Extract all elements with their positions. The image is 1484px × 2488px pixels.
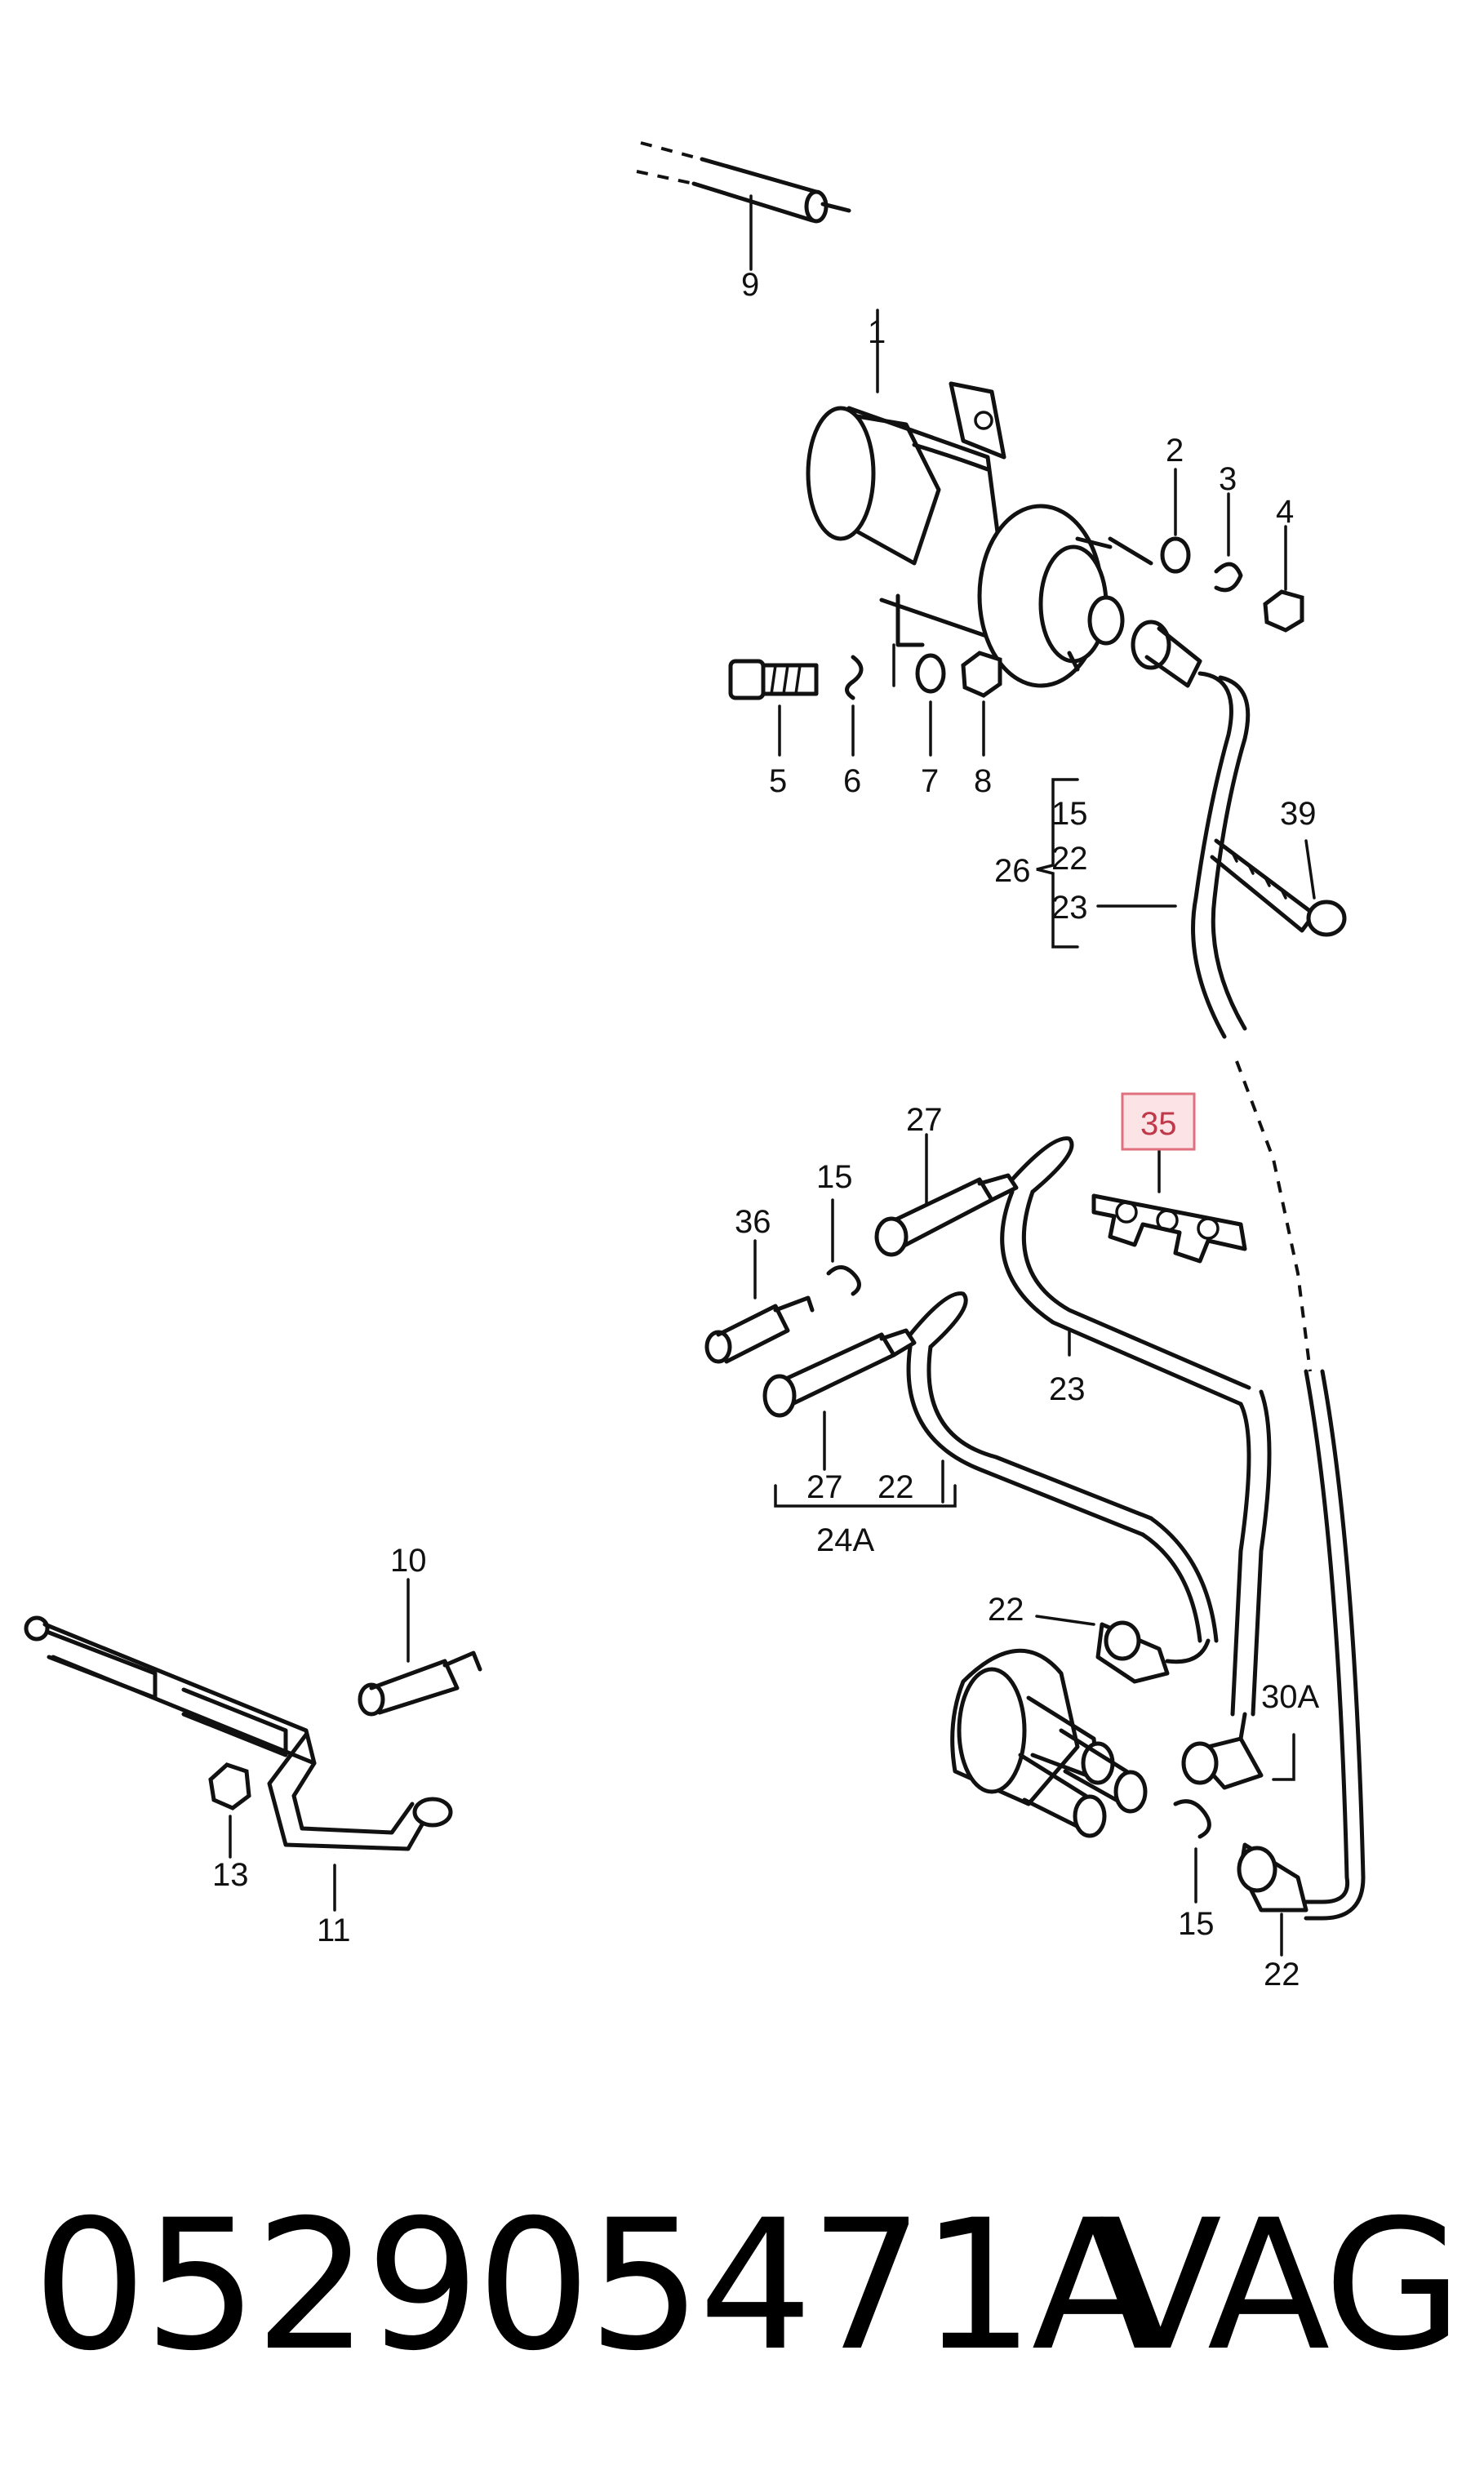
part-number: 052905471A <box>33 2181 1154 2390</box>
callout-24A: 24A <box>816 1522 874 1558</box>
part-36-spark-plug-connector <box>704 1239 815 1364</box>
part-23-ignition-lead <box>1096 620 1366 1921</box>
group-26-bracket <box>1036 778 1079 949</box>
part-8-nut <box>961 651 1002 757</box>
part-9-cable <box>636 141 851 271</box>
part-22-boot-upper <box>1035 1615 1211 1684</box>
callout-6: 6 <box>843 763 861 799</box>
callout-36: 36 <box>735 1204 771 1240</box>
part-10-spark-plug <box>358 1578 482 1717</box>
callout-2: 2 <box>1166 433 1184 469</box>
brand-name: VAG <box>1099 2181 1463 2390</box>
part-4-nut <box>1263 525 1304 633</box>
callout-23-middle: 23 <box>1049 1371 1086 1407</box>
part-27-suppressor-upper <box>874 1133 1074 1257</box>
part-7-washer <box>915 653 946 757</box>
group-24A-bracket <box>774 1484 957 1508</box>
callout-35: 35 <box>1140 1106 1177 1142</box>
highlight-box-35 <box>1121 1092 1196 1151</box>
callout-15-lower: 15 <box>1178 1906 1215 1942</box>
part-11-bracket <box>24 1615 453 1912</box>
callout-22-group24A: 22 <box>878 1469 914 1505</box>
callout-4: 4 <box>1276 494 1294 530</box>
part-15-suppressor-lower <box>1173 1799 1211 1904</box>
callout-39: 39 <box>1280 796 1317 832</box>
distributor-cap <box>950 1648 1148 1838</box>
callout-27-upper: 27 <box>906 1102 943 1138</box>
part-3-lock-washer <box>1214 492 1243 593</box>
part-35-lead-separator <box>1091 1149 1247 1264</box>
callout-15-upper: 15 <box>816 1159 853 1195</box>
part-22-lead-lower <box>906 1344 1219 1643</box>
callout-13: 13 <box>212 1857 249 1893</box>
part-30A-angled-boot <box>1181 1712 1295 1790</box>
part-22-boot-lower <box>1237 1842 1308 1957</box>
part-13-nut <box>208 1762 251 1859</box>
callout-1: 1 <box>868 314 886 350</box>
callout-27-lower: 27 <box>806 1469 843 1505</box>
callout-7: 7 <box>921 763 939 799</box>
callout-9: 9 <box>741 267 759 303</box>
part-23-lead-middle <box>1000 1189 1272 1717</box>
callout-5: 5 <box>769 763 787 799</box>
callout-11: 11 <box>317 1913 351 1948</box>
part-6-spring-washer <box>845 655 864 757</box>
callout-10: 10 <box>390 1543 427 1579</box>
part-5-bolt <box>728 659 819 757</box>
callout-8: 8 <box>974 763 992 799</box>
part-1-ignition-coil <box>806 309 1153 688</box>
callout-23-group26: 23 <box>1051 890 1088 926</box>
part-15-suppressor-upper <box>826 1198 861 1296</box>
callout-30A: 30A <box>1261 1679 1319 1715</box>
callout-3: 3 <box>1219 461 1237 497</box>
callout-15-group26: 15 <box>1051 796 1088 832</box>
callout-labels: 9 1 2 3 4 5 6 7 8 15 26 22 23 39 35 27 1… <box>212 267 1319 1993</box>
part-27-suppressor-lower <box>762 1291 968 1471</box>
callout-22-lower: 22 <box>1264 1957 1300 1993</box>
part-39-cable-tie <box>1210 838 1347 937</box>
part-2-washer <box>1160 468 1191 574</box>
callout-22-upper-right: 22 <box>988 1592 1024 1628</box>
callout-22-group26: 22 <box>1051 841 1088 877</box>
callout-26: 26 <box>994 853 1031 889</box>
